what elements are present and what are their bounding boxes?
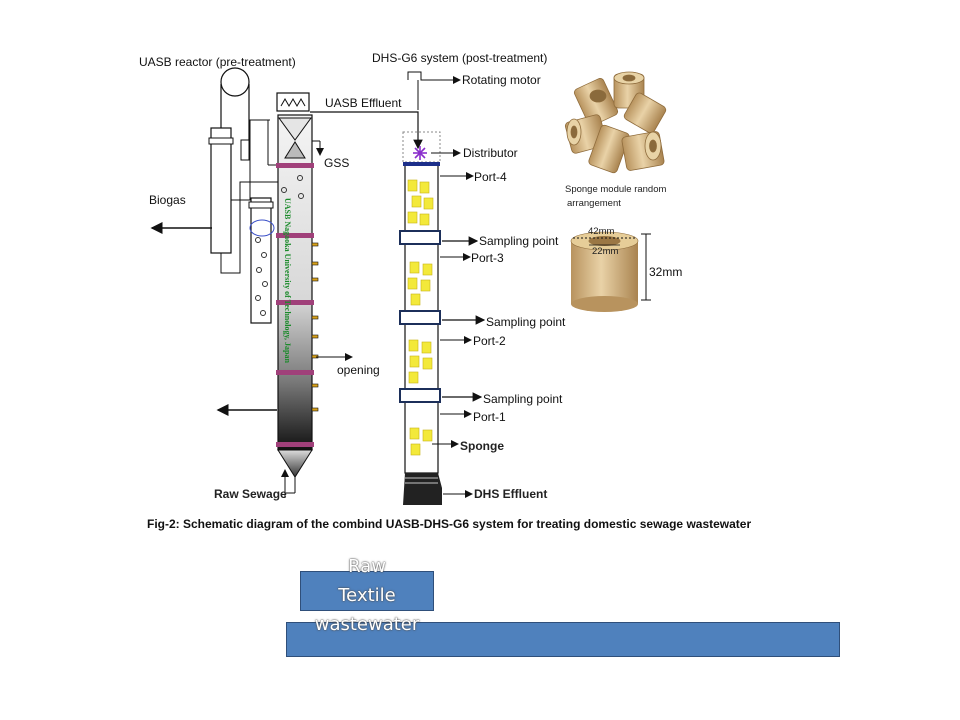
sponge-module-caption-2: arrangement <box>567 198 621 209</box>
dimension-42mm: 42mm <box>588 226 614 237</box>
process-bar <box>286 622 840 657</box>
port-1-label: Port-1 <box>473 410 506 424</box>
port-2-label: Port-2 <box>473 334 506 348</box>
uasb-effluent-label: UASB Effluent <box>325 96 402 110</box>
raw-sewage-label: Raw Sewage <box>214 487 287 501</box>
sponge-module-caption-1: Sponge module random <box>565 184 666 195</box>
rotating-motor-label: Rotating motor <box>462 73 541 87</box>
raw-textile-wastewater-label: Raw Textile wastewater <box>314 556 420 635</box>
dimension-22mm: 22mm <box>592 246 618 257</box>
sponge-dimension-drawing <box>570 231 651 312</box>
dhs-reactor <box>399 71 461 505</box>
sponge-label: Sponge <box>460 439 504 453</box>
sampling-point-label-1: Sampling point <box>479 234 559 248</box>
gss-label: GSS <box>324 156 349 170</box>
opening-label: opening <box>337 363 380 377</box>
dhs-effluent-label: DHS Effluent <box>474 487 547 501</box>
biogas-label: Biogas <box>149 193 186 207</box>
figure-caption: Fig-2: Schematic diagram of the combind … <box>147 517 751 531</box>
distributor-label: Distributor <box>463 146 518 160</box>
raw-textile-box <box>300 571 434 611</box>
uasb-reactor-label: UASB reactor (pre-treatment) <box>139 55 296 69</box>
sampling-point-label-3: Sampling point <box>483 392 563 406</box>
port-3-label: Port-3 <box>471 251 504 265</box>
sponge-module-cluster <box>564 71 667 174</box>
column-vertical-label: UASB Nagaoka University of Technology, J… <box>283 198 292 363</box>
uasb-reactor: UASB Nagaoka University of Technology, J… <box>208 67 319 498</box>
port-4-label: Port-4 <box>474 170 507 184</box>
sampling-point-label-2: Sampling point <box>486 315 566 329</box>
dimension-32mm: 32mm <box>649 265 682 279</box>
dhs-system-label: DHS-G6 system (post-treatment) <box>372 51 547 65</box>
